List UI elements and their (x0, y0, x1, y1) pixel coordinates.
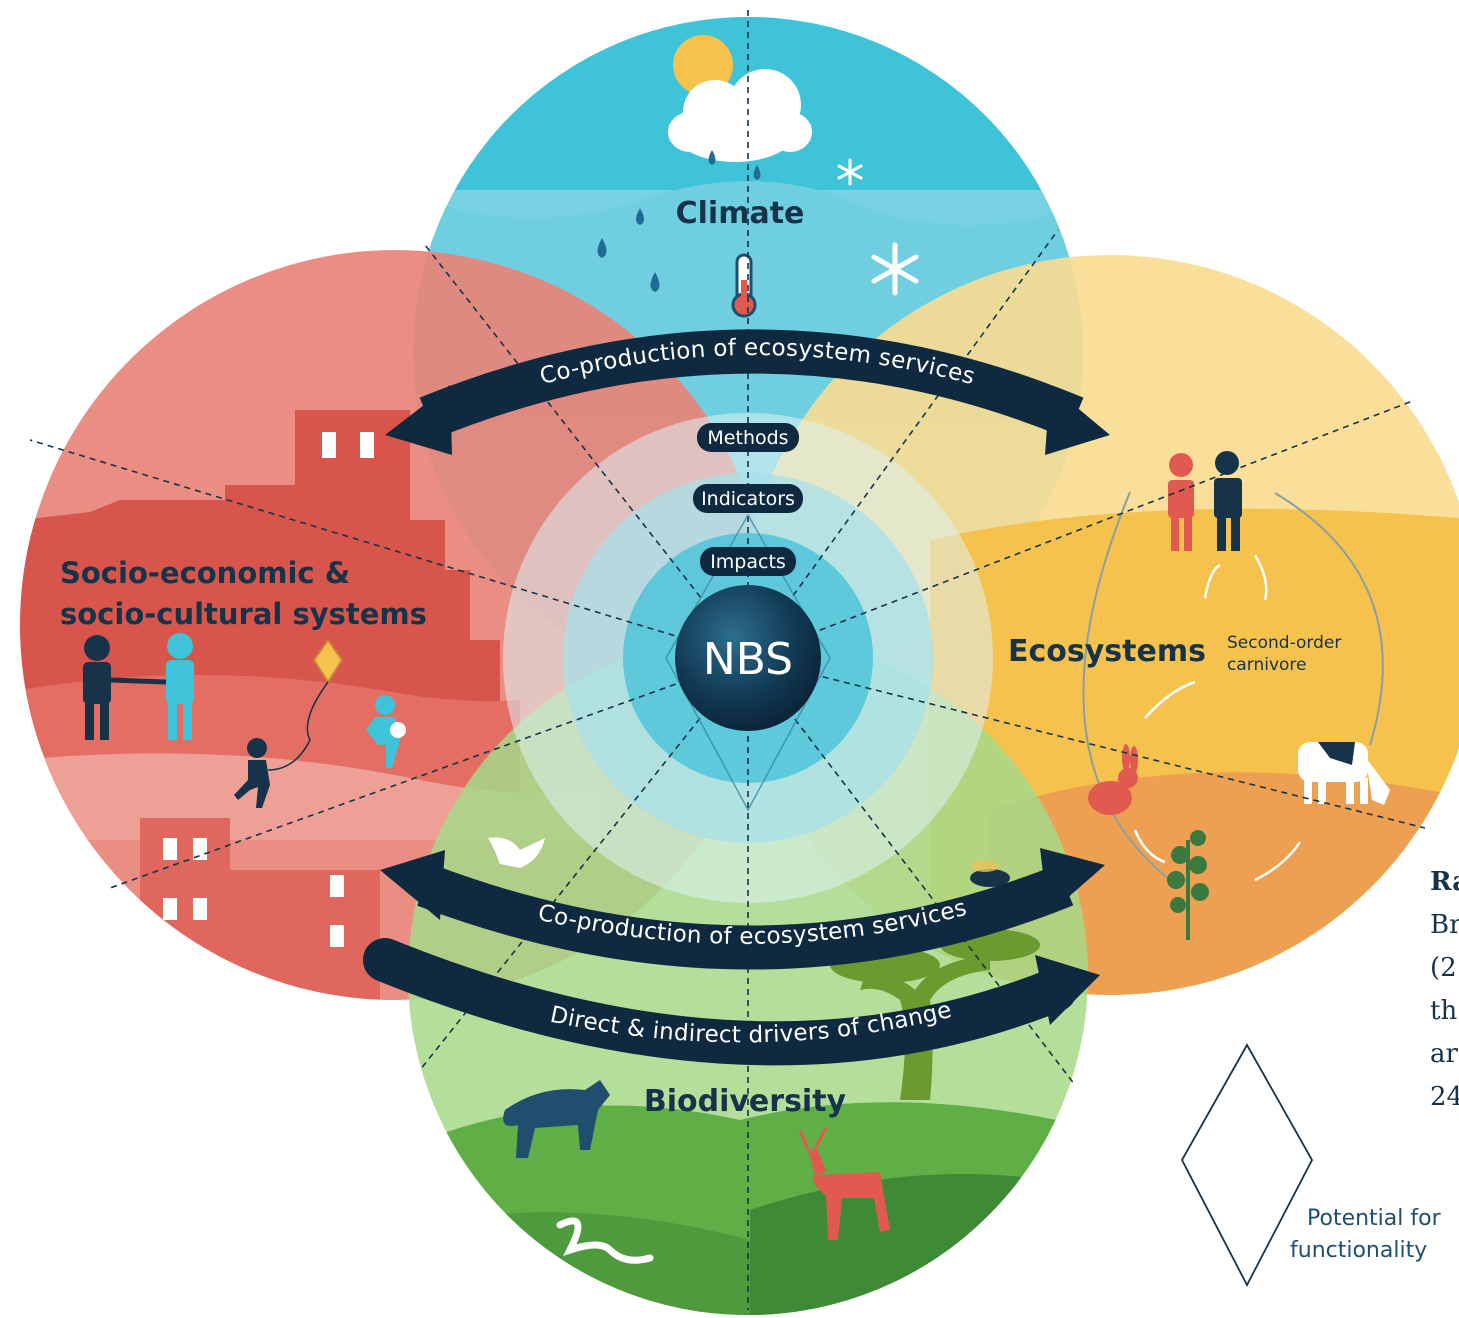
climate-label: Climate (676, 196, 805, 231)
thermometer-icon (731, 253, 757, 318)
dove-icon (488, 837, 545, 868)
people-icons (83, 633, 406, 808)
cow-icon (1298, 742, 1390, 805)
bee-icon (970, 860, 1010, 887)
cropped-line-3: th (1430, 996, 1457, 1026)
plant-icon (1167, 830, 1209, 940)
building-windows (163, 432, 374, 947)
socio-label-line2: socio-cultural systems (60, 597, 427, 631)
rabbit-icon (1088, 744, 1138, 815)
methods-pill: Methods (697, 423, 799, 452)
methods-label: Methods (707, 427, 788, 449)
cropped-line-2: (2 (1430, 953, 1457, 983)
wolf-icon (503, 1080, 610, 1158)
cloud-icon (668, 69, 812, 162)
impacts-label: Impacts (710, 551, 786, 573)
indicators-pill: Indicators (693, 484, 803, 513)
cropped-line-5: 24 (1430, 1082, 1459, 1112)
large-snowflake-icon (871, 242, 919, 296)
legend-diamond-icon (1180, 1043, 1314, 1287)
kite-icon (267, 638, 344, 771)
legend: Potential for functionality (1180, 1043, 1442, 1287)
nbs-label: NBS (703, 634, 793, 685)
cropped-caption: Ra Br (2 th ar 24 (1430, 867, 1459, 1112)
food-web-arrows (1133, 554, 1302, 882)
cropped-title: Ra (1430, 867, 1459, 897)
nbs-core: NBS (675, 585, 821, 731)
legend-line2: functionality (1290, 1238, 1427, 1263)
lower-building (140, 818, 230, 1000)
ecosystems-label: Ecosystems (1008, 634, 1206, 669)
socio-label-line1: Socio-economic & (60, 556, 350, 590)
sun-icon (673, 35, 733, 95)
second-order-line1: Second-order (1227, 633, 1341, 653)
biodiversity-label: Biodiversity (644, 1084, 847, 1119)
legend-line1: Potential for (1307, 1206, 1442, 1231)
cropped-line-1: Br (1430, 910, 1459, 940)
rain-drop-icons (597, 150, 761, 292)
human-icons (1168, 451, 1242, 551)
impacts-pill: Impacts (700, 547, 796, 576)
second-order-line2: carnivore (1227, 655, 1307, 675)
snake-icon (556, 1217, 654, 1264)
cropped-line-4: ar (1430, 1039, 1459, 1069)
snowflake-icon (837, 158, 863, 186)
indicators-label: Indicators (701, 488, 795, 510)
deer-icon (798, 1127, 890, 1240)
city-skyline (20, 410, 500, 720)
